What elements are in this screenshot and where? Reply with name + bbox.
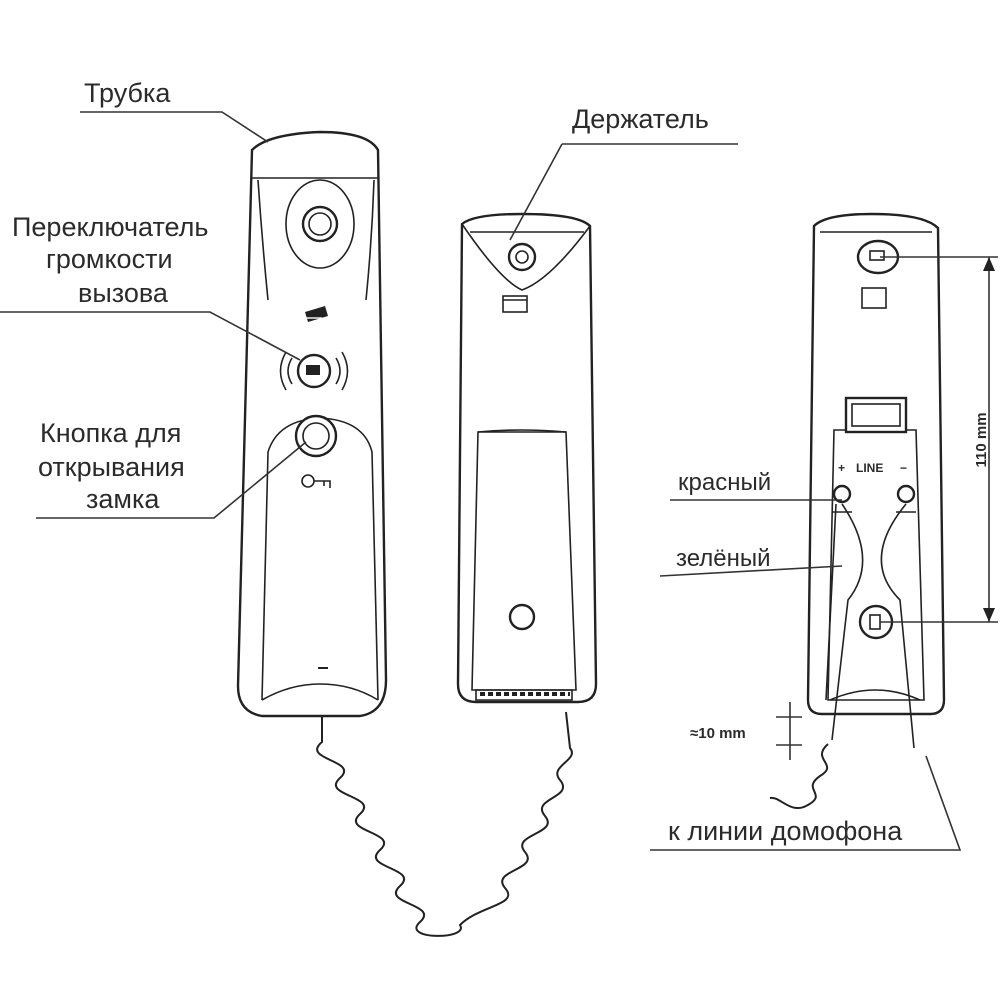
door-open-button[interactable] [294,414,338,458]
label-red-wire: красный [678,469,771,496]
label-volume-switch-2: громкости [46,244,173,274]
terminal-cover [844,396,908,434]
label-intercom-line: к линии домофона [668,816,903,846]
handset-coil-cord [316,711,573,937]
label-volume-switch-3: вызова [78,278,169,308]
rear-view-unit: + LINE − 110 mm ≈10 mm [690,212,998,809]
volume-switch[interactable] [279,351,349,391]
label-holder: Держатель [572,104,709,134]
terminal-minus: − [900,461,907,475]
label-handset: Трубка [84,78,171,108]
label-volume-switch-1: Переключатель [12,212,208,242]
label-green-wire: зелёный [676,545,771,572]
terminal-plus: + [838,461,845,475]
label-door-button-2: открывания [38,452,185,482]
terminal-line-label: LINE [856,461,883,475]
speaker-icon [301,205,339,243]
holder-unit [456,212,598,704]
key-icon [301,474,331,488]
handset-unit [236,130,573,937]
mounting-hook-top [507,242,537,272]
label-door-button-1: Кнопка для [40,418,181,448]
label-door-button-3: замка [86,484,160,514]
height-dimension: 110 mm [973,412,990,467]
terminal-screw-minus [896,484,916,504]
mounting-hook-bottom [508,603,536,631]
cable-gap-dimension: ≈10 mm [690,725,746,742]
brand-logo-icon [305,306,328,322]
terminal-screw-plus [832,484,852,504]
